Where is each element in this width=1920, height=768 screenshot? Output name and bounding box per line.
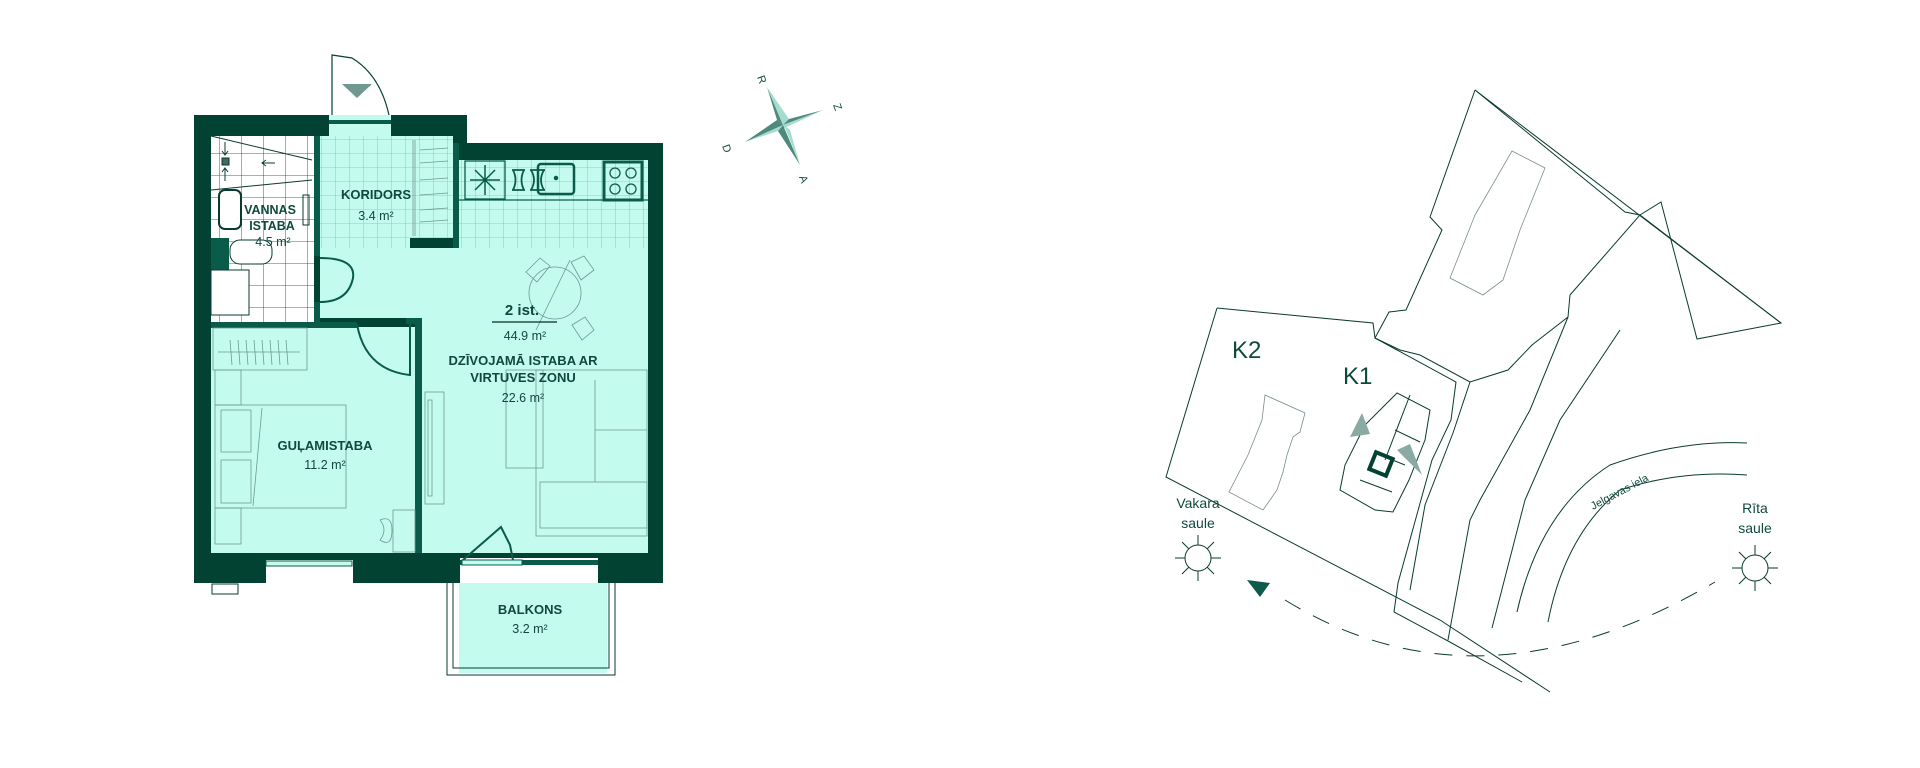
apartment-total-area: 44.9 m² — [504, 329, 546, 343]
bedroom-name: GUĻAMISTABA — [277, 438, 373, 453]
plot-north — [1374, 89, 1641, 383]
entrance-arrow-icon — [342, 84, 372, 98]
sun-east-icon — [1732, 545, 1778, 591]
balcony-door[interactable] — [460, 525, 598, 583]
balcony-area: 3.2 m² — [512, 622, 547, 636]
apartment-location-marker — [1366, 449, 1396, 479]
compass-south: D — [719, 143, 733, 155]
sofa — [535, 369, 648, 537]
view-arrow-icon — [1350, 413, 1370, 437]
building-north — [1449, 150, 1546, 296]
bathroom-fixtures — [210, 135, 355, 316]
bedroom-furniture — [212, 327, 416, 553]
living-area: 22.6 m² — [502, 391, 544, 405]
building-k1 — [1339, 392, 1431, 513]
stove-icon — [602, 160, 644, 202]
view-arrow-icon — [1397, 444, 1422, 475]
room-labels: VANNAS ISTABA 4.5 m² KORIDORS 3.4 m² 2 i… — [244, 187, 598, 636]
floorplan: VANNAS ISTABA 4.5 m² KORIDORS 3.4 m² 2 i… — [194, 54, 663, 676]
living-furniture — [424, 369, 648, 537]
wall-bedroom-top — [211, 322, 357, 328]
wall-bath-corridor-low — [314, 302, 320, 327]
sink-icon — [218, 189, 242, 230]
living-name: DZĪVOJAMĀ ISTABA AR — [448, 353, 598, 368]
sun-path — [1284, 581, 1716, 657]
wall-bottom-inner — [211, 553, 648, 559]
tv-unit — [424, 391, 445, 505]
sun-west-label: Vakara — [1176, 495, 1220, 511]
sun-path-arrow-icon — [1247, 580, 1270, 597]
kitchen-counter — [459, 160, 648, 202]
compass-west: R — [754, 74, 768, 86]
wardrobe — [212, 327, 308, 371]
sun-west-label-2: saule — [1181, 515, 1215, 531]
bed — [214, 404, 347, 509]
bathroom-name: VANNAS — [244, 203, 296, 217]
wall-corridor-stub — [410, 238, 453, 248]
wall-corridor-kitchen — [453, 143, 459, 248]
balcony — [446, 583, 616, 676]
coffee-table — [505, 369, 544, 469]
balcony-name: BALKONS — [498, 602, 563, 617]
entry-door[interactable] — [329, 54, 391, 136]
building-label-k2: K2 — [1232, 337, 1261, 364]
bedroom-door[interactable] — [356, 323, 411, 377]
corridor-wardrobe — [412, 140, 449, 236]
desk — [392, 509, 416, 553]
bedroom-window[interactable] — [265, 560, 353, 583]
street-jelgavas — [1516, 442, 1748, 623]
apartment-rooms: 2 ist. — [505, 302, 539, 319]
building-label-k1: K1 — [1343, 363, 1372, 390]
wall-bedroom-living — [415, 318, 422, 553]
living-name-2: VIRTUVES ZONU — [470, 370, 575, 385]
corridor-name: KORIDORS — [341, 187, 411, 202]
sun-east-label-2: saule — [1738, 520, 1772, 536]
sink-icon — [536, 162, 576, 196]
corridor-area: 3.4 m² — [358, 209, 393, 223]
compass-east: A — [796, 174, 810, 186]
plot-triangle — [1639, 201, 1783, 340]
dining-set — [525, 255, 595, 341]
bedroom-area: 11.2 m² — [304, 458, 345, 472]
bathroom-area: 4.5 m² — [255, 235, 290, 249]
building-k2 — [1228, 394, 1306, 511]
compass-rose-icon: R Z D A — [719, 74, 844, 186]
corridor-floor — [320, 136, 453, 248]
wall-bath-corridor — [314, 136, 320, 256]
living-floor — [320, 248, 648, 553]
sun-west-icon — [1175, 535, 1221, 581]
exterior-ledge — [211, 583, 239, 595]
wall-bedroom-top-r — [406, 318, 422, 324]
toilet-icon — [211, 238, 229, 270]
bathroom-name-2: ISTABA — [249, 219, 295, 233]
fridge-icon — [470, 165, 500, 195]
plot-k1 — [1374, 337, 1523, 683]
plot-k2 — [1165, 307, 1551, 693]
site-plan — [1165, 89, 1783, 693]
sun-east-label: Rīta — [1742, 500, 1768, 516]
compass-north: Z — [830, 102, 844, 113]
street-label: Jelgavas iela — [1589, 472, 1652, 513]
